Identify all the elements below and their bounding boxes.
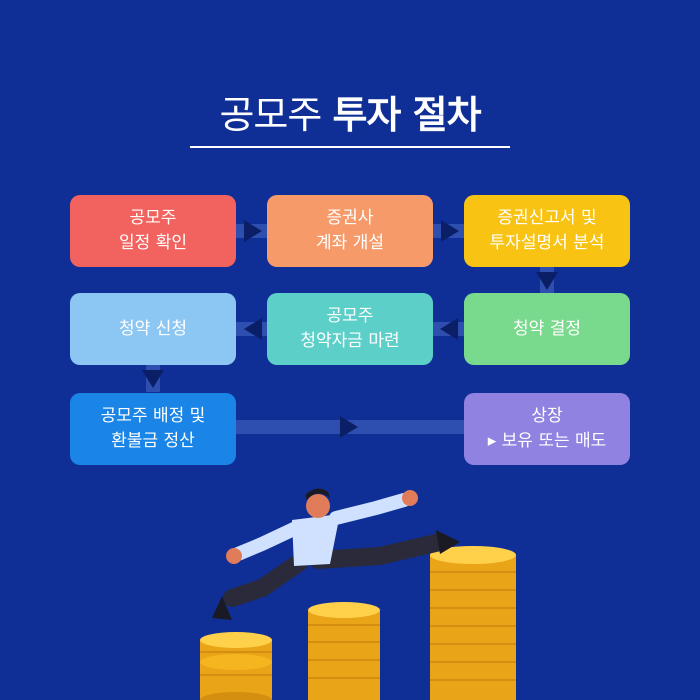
step-line: 증권신고서 및 <box>497 208 597 228</box>
step-apply-subscription: 청약 신청 <box>70 293 236 365</box>
title-bold: 투자 절차 <box>332 93 481 137</box>
coin-stack-right <box>430 546 516 700</box>
step-line: 공모주 배정 및 <box>100 406 206 426</box>
step-line: 투자설명서 분석 <box>489 233 605 253</box>
arrow-right-icon <box>340 416 358 438</box>
arrow-down-icon <box>142 370 164 388</box>
arrow-right-icon <box>441 220 459 242</box>
step-line: 공모주 <box>326 306 374 326</box>
title-light: 공모주 <box>219 93 322 137</box>
step-line: 증권사 <box>326 208 374 228</box>
arrow-left-icon <box>244 318 262 340</box>
step-line: 청약 신청 <box>119 318 187 339</box>
step-line: 공모주 <box>129 208 177 228</box>
coin-stack-middle <box>308 602 380 700</box>
page-title: 공모주 투자 절차 <box>0 84 700 139</box>
step-listing: 상장 ▸ 보유 또는 매도 <box>464 393 630 465</box>
step-line: ▸ 보유 또는 매도 <box>487 431 607 451</box>
step-line: 계좌 개설 <box>316 233 384 253</box>
coin-stack-left <box>200 632 272 700</box>
arrow-down-icon <box>536 272 558 290</box>
step-decide-subscription: 청약 결정 <box>464 293 630 365</box>
step-line: 환불금 정산 <box>111 431 195 451</box>
arrow-right-icon <box>244 220 262 242</box>
step-line: 상장 <box>531 406 563 426</box>
step-line: 청약자금 마련 <box>300 331 400 351</box>
title-underline <box>190 146 510 148</box>
step-line: 일정 확인 <box>119 233 187 253</box>
leaping-investor-illustration <box>200 488 516 700</box>
arrow-left-icon <box>440 318 458 340</box>
step-line: 청약 결정 <box>513 318 581 339</box>
leaping-man <box>212 488 460 620</box>
